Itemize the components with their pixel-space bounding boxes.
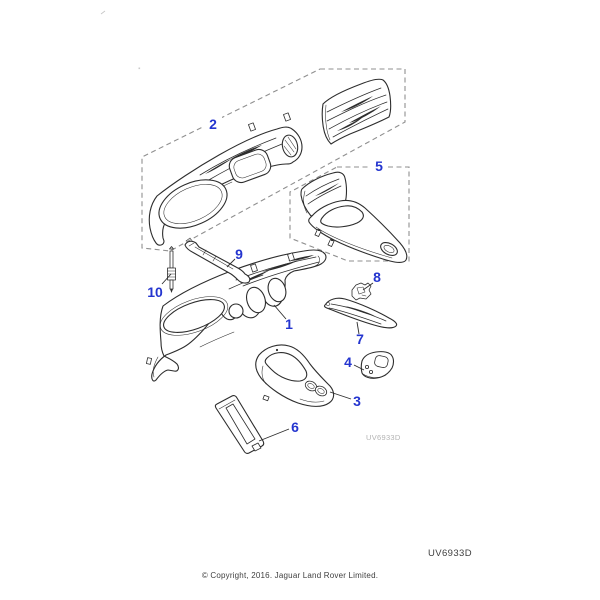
part-8-retaining-clip [351,282,372,301]
assembly-group-5-boundary [289,166,410,262]
print-artifact-mark-2 [138,67,141,70]
part-10-fixing-stud [167,246,176,293]
callout-2-backdrop [204,116,222,132]
copyright-line: © Copyright, 2016. Jaguar Land Rover Lim… [202,571,378,580]
part-4-switch-escutcheon [360,351,395,379]
callout-3[interactable]: 3 [353,393,361,409]
callout-5[interactable]: 5 [375,158,383,174]
callout-7[interactable]: 7 [356,331,364,347]
part-1-instrument-fascia [146,249,327,382]
part-fascia-assembly-upper [148,112,303,246]
callout-6[interactable]: 6 [291,419,299,435]
callout-8[interactable]: 8 [373,269,381,285]
callout-9[interactable]: 9 [235,246,243,262]
callout-2[interactable]: 2 [209,116,217,132]
callout-4[interactable]: 4 [344,354,352,370]
part-console-surround-assembly [308,199,408,263]
assembly-group-2-boundary [141,68,406,252]
callout-1[interactable]: 1 [285,316,293,332]
diagram-watermark: UV6933D [366,433,401,442]
part-6-console-side-finisher [214,395,265,454]
part-glovebox-veneer-panel [321,78,392,145]
part-3-gear-selector-surround [255,344,335,407]
callout-leader-lines [161,258,374,442]
callout-10[interactable]: 10 [147,284,163,300]
print-artifact-mark-1 [100,10,106,15]
drawing-code: UV6933D [428,548,472,559]
callout-5-backdrop [371,158,387,174]
part-7-veneer-finisher [323,297,398,329]
part-9-trim-strip [184,237,251,284]
